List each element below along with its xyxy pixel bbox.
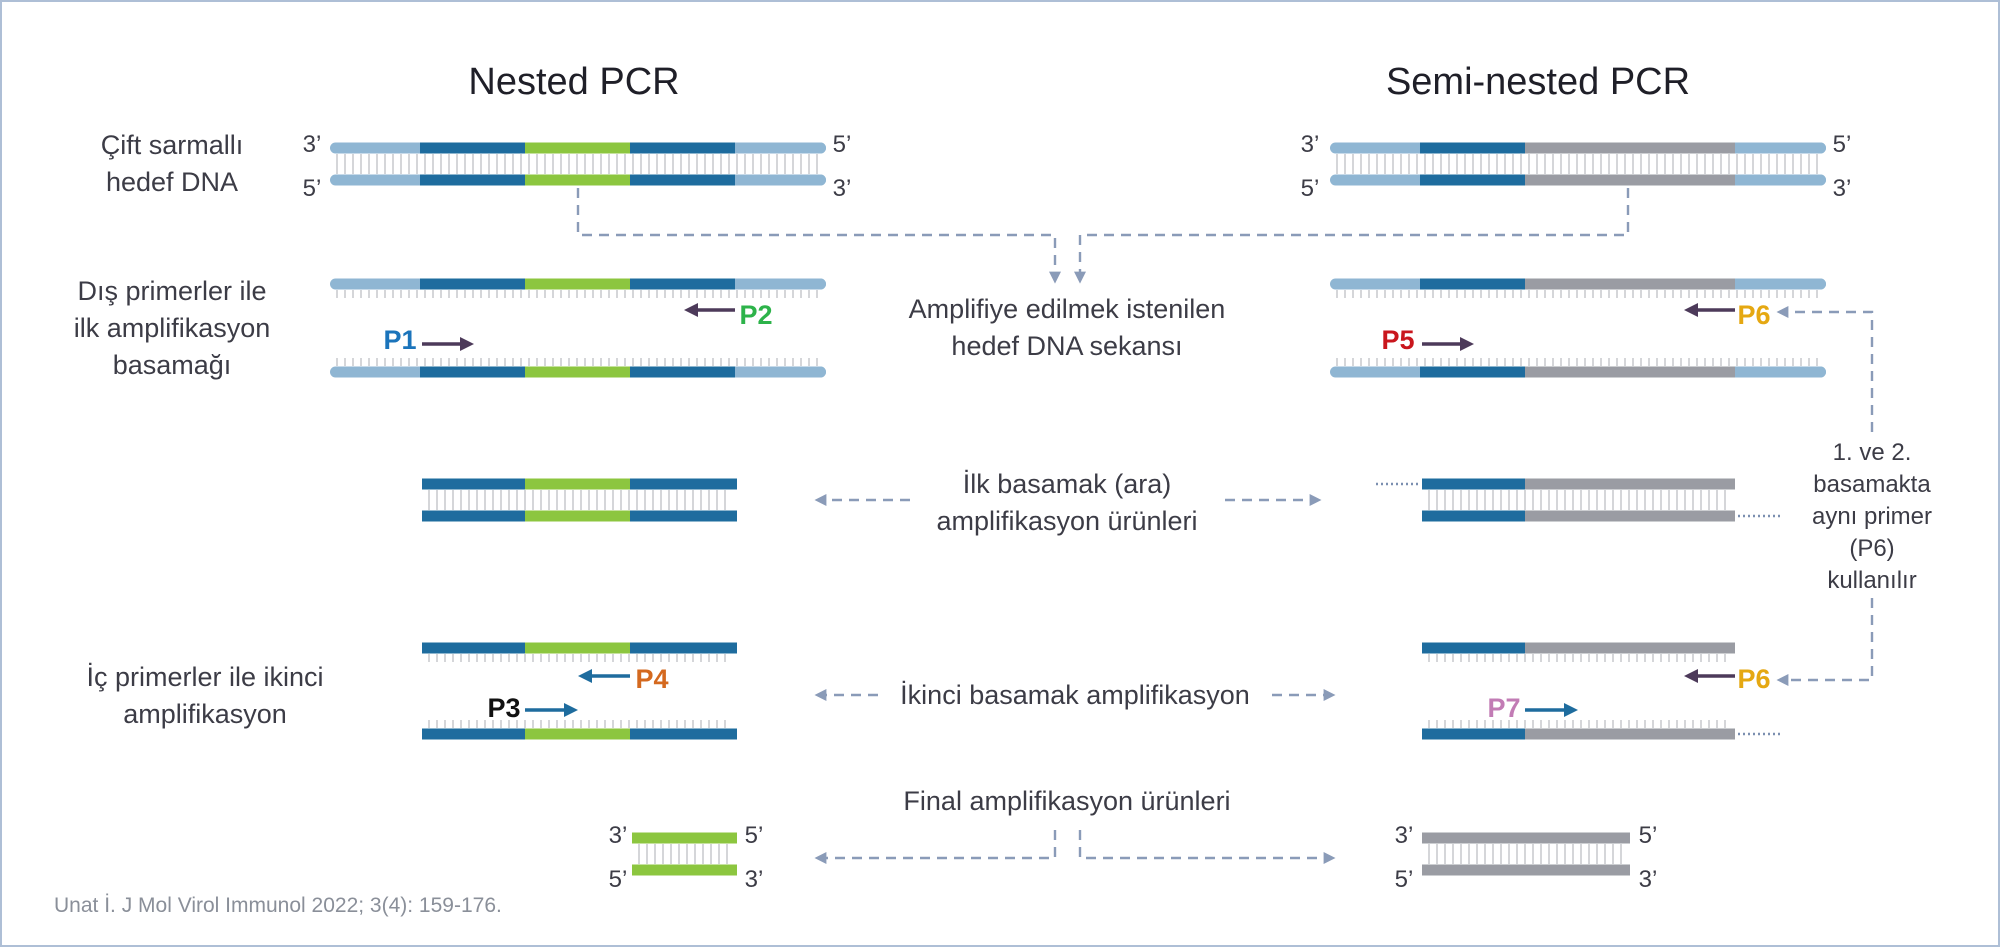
primer-p6-label: P6 <box>1737 300 1770 330</box>
inner-primer-label-line2: amplifikasyon <box>123 699 287 729</box>
primer-p3-arrow <box>525 703 578 717</box>
semi-final-product-base-pairs <box>1428 844 1622 864</box>
semi-target-top-strand <box>1330 142 1826 154</box>
nested-outer-bottom-ticks <box>336 358 818 366</box>
end-label-3prime: 3’ <box>303 131 322 158</box>
end-label-3prime: 3’ <box>609 822 628 849</box>
outer-primer-label-line1: Dış primerler ile <box>77 276 266 306</box>
end-label-5prime: 5’ <box>1395 866 1414 893</box>
nested-first-product-bottom <box>422 510 737 522</box>
nested-first-product-top <box>422 478 737 490</box>
second-amplification-label: İkinci basamak amplifikasyon <box>900 679 1250 710</box>
nested-target-bottom-strand <box>330 174 826 186</box>
semi-inner-bottom-ticks <box>1428 720 1726 728</box>
primer-p4-arrow <box>578 669 630 683</box>
semi-inner-top-strand <box>1422 642 1735 654</box>
end-label-3prime: 3’ <box>833 175 852 202</box>
outer-primer-label-line3: basamağı <box>113 350 232 380</box>
same-primer-note-line5: kullanılır <box>1827 567 1916 594</box>
inner-primer-label-line1: İç primerler ile ikinci <box>86 661 323 692</box>
end-label-3prime: 3’ <box>745 866 764 893</box>
semi-first-product-bottom <box>1422 510 1735 522</box>
same-primer-note-line3: aynı primer <box>1812 503 1932 530</box>
primer-p1-label: P1 <box>383 325 416 355</box>
primer-p7-label: P7 <box>1487 693 1520 723</box>
end-label-5prime: 5’ <box>833 131 852 158</box>
target-dna-label-line2: hedef DNA <box>106 167 238 197</box>
semi-outer-top-strand <box>1330 278 1826 290</box>
primer-p7-arrow <box>1525 703 1578 717</box>
end-label-5prime: 5’ <box>1639 822 1658 849</box>
primer-p5-label: P5 <box>1381 325 1414 355</box>
end-label-5prime: 5’ <box>303 175 322 202</box>
semi-outer-bottom-ticks <box>1336 358 1818 366</box>
same-primer-note-line2: basamakta <box>1813 471 1931 498</box>
semi-outer-top-ticks <box>1336 290 1818 298</box>
primer-arrows <box>422 303 1735 717</box>
semi-first-product-top <box>1422 478 1735 490</box>
flow-arrow-final-right <box>1078 830 1336 864</box>
same-primer-note-line1: 1. ve 2. <box>1833 439 1912 466</box>
end-label-5prime: 5’ <box>1833 131 1852 158</box>
end-label-5prime: 5’ <box>609 866 628 893</box>
nested-inner-top-ticks <box>428 654 726 662</box>
target-sequence-label-line2: hedef DNA sekansı <box>951 331 1182 361</box>
primer-p3-label: P3 <box>487 693 520 723</box>
outer-primer-label-line2: ilk amplifikasyon <box>74 313 271 343</box>
first-products-label-line1: İlk basamak (ara) <box>963 468 1172 499</box>
final-products-label: Final amplifikasyon ürünleri <box>903 786 1230 816</box>
primer-p6-arrow-first <box>1684 303 1735 317</box>
semi-nested-title: Semi-nested PCR <box>1386 61 1690 103</box>
nested-outer-top-ticks <box>336 290 818 298</box>
nested-target-base-pairs <box>336 154 818 174</box>
primer-p4-label: P4 <box>635 664 668 694</box>
dna-strands <box>330 142 1826 876</box>
nested-inner-bottom-ticks <box>428 720 726 728</box>
end-label-3prime: 3’ <box>1395 822 1414 849</box>
nested-inner-bottom-strand <box>422 728 737 740</box>
end-label-3prime: 3’ <box>1301 131 1320 158</box>
flow-line-semi-target <box>1074 188 1630 284</box>
flow-arrow-final-left <box>814 830 1057 864</box>
semi-final-product-bottom <box>1422 864 1630 876</box>
semi-final-product-top <box>1422 832 1630 844</box>
p6-reuse-line-top <box>1776 306 1874 432</box>
nested-title: Nested PCR <box>468 61 679 103</box>
semi-first-product-base-pairs <box>1428 490 1726 510</box>
primer-p6-label: P6 <box>1737 664 1770 694</box>
nested-inner-top-strand <box>422 642 737 654</box>
primer-p2-arrow <box>684 303 735 317</box>
nested-outer-bottom-strand <box>330 366 826 378</box>
semi-target-base-pairs <box>1336 154 1818 174</box>
flow-line-nested-target <box>576 188 1061 284</box>
target-sequence-label-line1: Amplifiye edilmek istenilen <box>909 294 1226 324</box>
nested-final-product-top <box>632 832 737 844</box>
semi-outer-bottom-strand <box>1330 366 1826 378</box>
primer-p5-arrow <box>1422 337 1474 351</box>
end-label-5prime: 5’ <box>1301 175 1320 202</box>
semi-inner-top-ticks <box>1428 654 1726 662</box>
target-dna-label-line1: Çift sarmallı <box>101 130 244 160</box>
primer-p2-label: P2 <box>739 300 772 330</box>
nested-target-top-strand <box>330 142 826 154</box>
semi-inner-bottom-strand <box>1422 728 1735 740</box>
primer-p6-arrow-second <box>1684 669 1735 683</box>
same-primer-note-line4: (P6) <box>1849 535 1894 562</box>
end-label-3prime: 3’ <box>1833 175 1852 202</box>
nested-first-product-base-pairs <box>428 490 726 510</box>
nested-final-product-bottom <box>632 864 737 876</box>
p6-reuse-line-bottom <box>1776 598 1874 686</box>
end-label-3prime: 3’ <box>1639 866 1658 893</box>
first-products-label-line2: amplifikasyon ürünleri <box>936 506 1197 536</box>
citation: Unat İ. J Mol Virol Immunol 2022; 3(4): … <box>54 894 502 917</box>
primer-p1-arrow <box>422 337 474 351</box>
end-label-5prime: 5’ <box>745 822 764 849</box>
nested-outer-top-strand <box>330 278 826 290</box>
semi-target-bottom-strand <box>1330 174 1826 186</box>
nested-final-product-base-pairs <box>638 844 728 864</box>
